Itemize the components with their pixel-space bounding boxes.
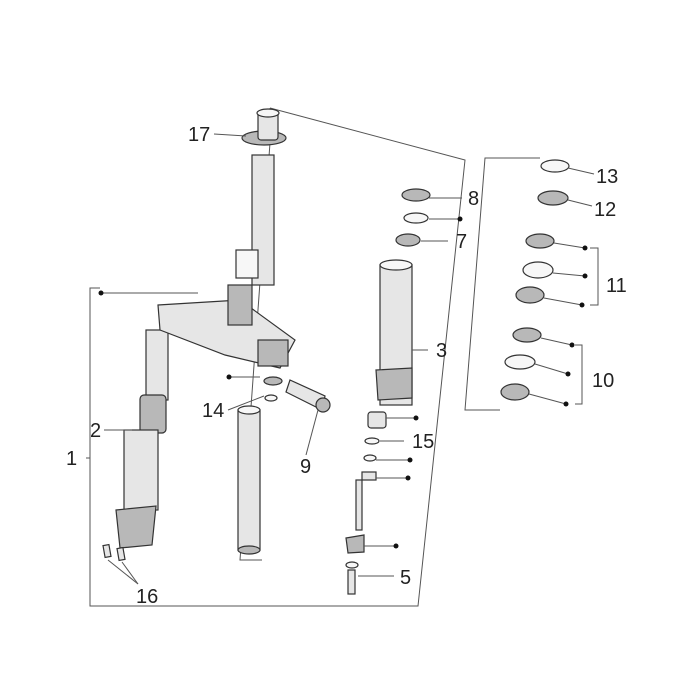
callout-8: 8	[468, 188, 479, 210]
inner-tube-part	[237, 405, 261, 555]
callout-12: 12	[594, 199, 616, 221]
callout-14: 14	[202, 400, 224, 422]
washer-14-part	[263, 376, 283, 402]
callout-5: 5	[400, 567, 411, 589]
fork-bridge-part	[157, 284, 296, 369]
bearing-set-parts	[500, 159, 570, 401]
callout-10: 10	[592, 370, 614, 392]
slider-3-part	[375, 259, 413, 406]
steering-stem-top-part	[235, 108, 287, 286]
damper-parts	[345, 411, 387, 595]
callout-7: 7	[456, 231, 467, 253]
callout-9: 9	[300, 456, 311, 478]
callout-3: 3	[436, 340, 447, 362]
seal-8-part	[395, 188, 431, 247]
assembly-boundary-fork	[89, 107, 466, 607]
assembly-boundary-bearings	[464, 157, 540, 411]
callout-1: 1	[66, 448, 77, 470]
callout-13: 13	[596, 166, 618, 188]
leader-lines	[86, 133, 599, 585]
callout-15: 15	[412, 431, 434, 453]
callout-17: 17	[188, 124, 210, 146]
clamp-bolt-9-part	[285, 379, 331, 413]
callout-16: 16	[136, 586, 158, 608]
callout-11: 11	[606, 275, 627, 297]
fork-leg-part	[115, 329, 169, 549]
callout-2: 2	[90, 420, 101, 442]
bolts-16-part	[102, 543, 126, 562]
